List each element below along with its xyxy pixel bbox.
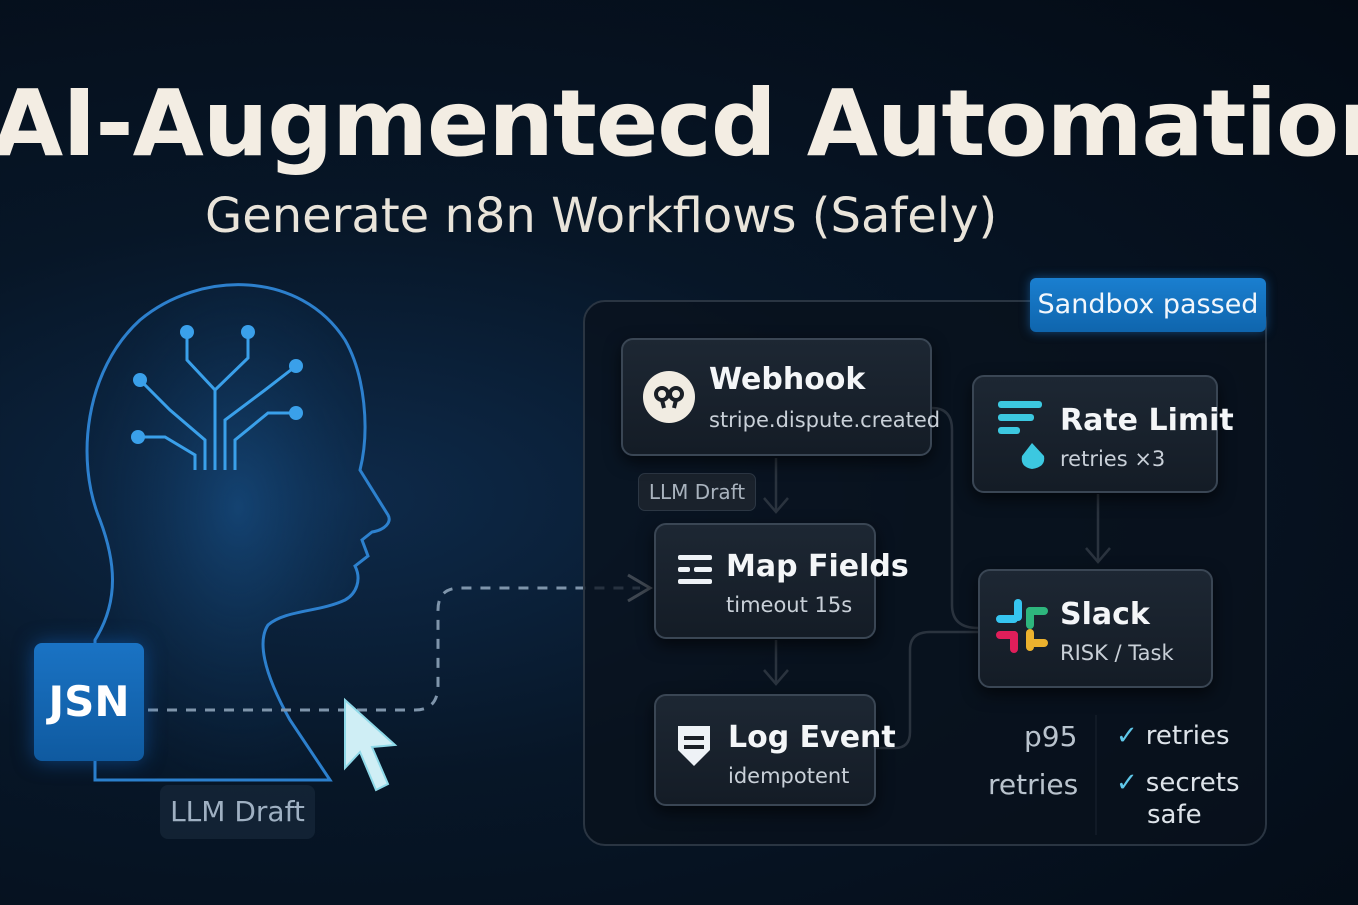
node-title: Map Fields: [726, 549, 909, 584]
check-retries: ✓retries: [1116, 721, 1230, 751]
status-badge: Sandbox passed: [1030, 278, 1266, 332]
rate-limit-icon: [998, 401, 1045, 469]
node-subtitle: retries ×3: [1060, 447, 1166, 471]
page-subtitle: Generate n8n Workflows (Safely): [205, 188, 998, 244]
node-subtitle: stripe.dispute.created: [709, 408, 941, 432]
fields-icon: [678, 555, 712, 584]
checkmark-icon: ✓: [1116, 721, 1138, 751]
node-subtitle: RISK / Task: [1060, 641, 1174, 665]
llm-draft-chip-panel: LLM Draft: [638, 473, 756, 511]
node-rate-limit[interactable]: Rate Limit retries ×3: [972, 375, 1234, 493]
node-log-event[interactable]: Log Event idempotent: [654, 694, 896, 806]
check-secrets: ✓secrets: [1116, 768, 1240, 798]
flow-dashed-connector: [148, 586, 640, 712]
llm-draft-chip: LLM Draft: [160, 785, 315, 839]
node-title: Log Event: [728, 720, 896, 755]
cursor-icon: [344, 697, 398, 792]
slack-icon: [996, 599, 1048, 653]
json-file-badge[interactable]: JSN: [34, 643, 144, 761]
node-webhook[interactable]: Webhook stripe.dispute.created: [621, 338, 940, 456]
node-title: Rate Limit: [1060, 403, 1234, 438]
brain-circuit-icon: [138, 332, 297, 470]
page-title: AI-Augmentecd Automation: [0, 70, 1358, 177]
node-slack[interactable]: Slack RISK / Task: [978, 569, 1213, 688]
check-secrets-safe: safe: [1147, 800, 1202, 830]
checkmark-icon: ✓: [1116, 768, 1138, 798]
node-map-fields[interactable]: Map Fields timeout 15s: [654, 523, 909, 639]
metric-p95: p95: [1024, 720, 1078, 753]
head-silhouette-icon: [85, 283, 391, 782]
node-title: Slack: [1060, 597, 1150, 632]
log-shield-icon: [678, 726, 710, 766]
node-title: Webhook: [709, 362, 866, 397]
node-subtitle: idempotent: [728, 764, 850, 788]
metric-retries: retries: [988, 768, 1079, 801]
webhook-icon: [643, 371, 695, 423]
node-subtitle: timeout 15s: [726, 593, 853, 617]
